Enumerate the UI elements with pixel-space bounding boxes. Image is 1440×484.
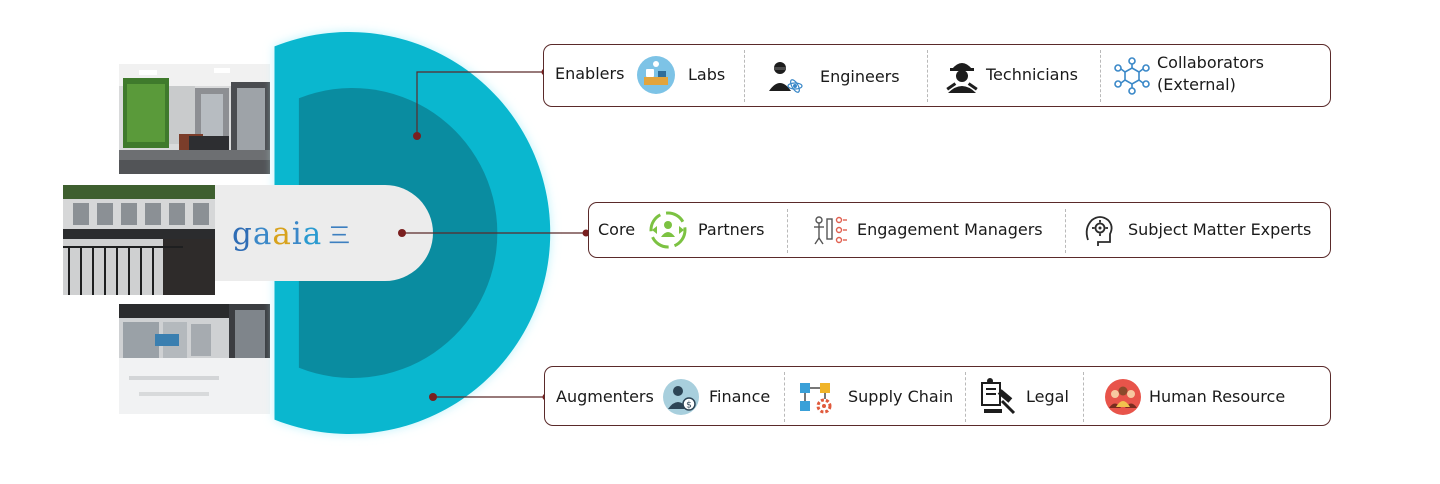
item-label: Engagement Managers (857, 220, 1043, 239)
item-label: Labs (688, 65, 726, 84)
divider (927, 50, 928, 102)
logo-letter: a (302, 216, 323, 252)
item-finance: $ Finance (661, 377, 770, 417)
technician-icon (946, 63, 978, 93)
office-photo-corridor (119, 304, 270, 414)
supply-chain-icon (800, 383, 832, 414)
item-partners: Partners (648, 210, 764, 250)
item-labs: Labs (636, 55, 725, 95)
human-resource-icon (1105, 379, 1141, 415)
partners-icon (649, 211, 687, 249)
row-augmenters: Augmenters $ Finance (544, 366, 1331, 426)
finance-icon: $ (663, 379, 699, 415)
engineer-icon (769, 62, 803, 93)
item-human-resource: Human Resource (1103, 377, 1285, 417)
item-label: Legal (1026, 387, 1069, 406)
logo-letter: g (232, 216, 253, 252)
item-label: Subject Matter Experts (1128, 220, 1312, 239)
item-subject-matter-experts: Subject Matter Experts (1080, 210, 1311, 250)
divider (1065, 209, 1066, 253)
divider (744, 50, 745, 102)
row-enablers: Enablers Labs Engineers (543, 44, 1331, 107)
item-supply-chain: Supply Chain (796, 377, 953, 417)
center-disc (215, 185, 433, 281)
row-label-enablers: Enablers (555, 64, 625, 83)
item-technicians: Technicians (942, 55, 1078, 95)
item-label: Collaborators (1157, 53, 1264, 72)
svg-text:$: $ (686, 401, 692, 411)
row-label-augmenters: Augmenters (556, 387, 654, 406)
item-engagement-managers: Engagement Managers (809, 210, 1043, 250)
item-label: Engineers (820, 67, 900, 86)
brain-gear-icon (1085, 216, 1113, 246)
engagement-managers-icon (814, 216, 847, 245)
office-photo-lounge (119, 64, 270, 174)
item-label: Supply Chain (848, 387, 954, 406)
connector-core (398, 229, 590, 237)
row-label-core: Core (598, 220, 636, 239)
divider (784, 372, 785, 422)
divider (1083, 372, 1084, 422)
logo-letter: i (291, 216, 303, 252)
logo-letter: a (252, 216, 273, 252)
item-engineers: Engineers (764, 57, 900, 97)
lab-bench-icon (637, 56, 675, 94)
logo-letter: a (272, 216, 292, 252)
divider (1100, 50, 1101, 102)
row-core: Core Partners (588, 202, 1331, 258)
item-label: Technicians (986, 65, 1078, 84)
item-sublabel: (External) (1157, 75, 1236, 94)
item-label: Finance (709, 387, 771, 406)
item-legal: Legal (978, 377, 1069, 417)
divider (787, 209, 788, 253)
legal-icon (981, 378, 1016, 415)
office-photo-atrium (63, 185, 215, 295)
item-label: Partners (698, 220, 765, 239)
item-label: Human Resource (1149, 387, 1286, 406)
divider (965, 372, 966, 422)
network-icon (1114, 57, 1150, 95)
item-collaborators: Collaborators (External) (1112, 52, 1264, 96)
logo-mark: 三 (328, 224, 351, 249)
item-label-group: Collaborators (External) (1157, 52, 1264, 96)
